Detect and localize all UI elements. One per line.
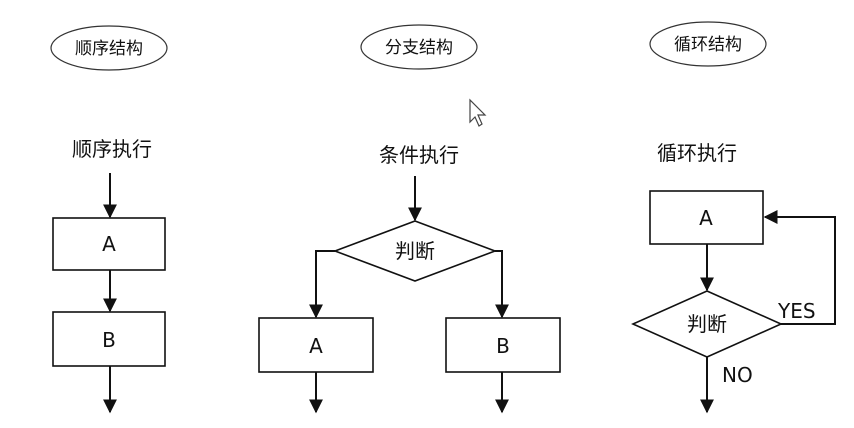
- loop-heading: 循环执行: [657, 141, 737, 165]
- loop-yes-return-arrow: [763, 210, 836, 325]
- loop-decision-label: 判断: [687, 312, 727, 336]
- branch-heading: 条件执行: [379, 143, 459, 167]
- sequence-structure: 顺序结构 顺序执行 A B: [50, 25, 168, 414]
- branch-box-b: [445, 317, 561, 373]
- loop-no-label: NO: [722, 363, 753, 387]
- sequence-box-b: [52, 311, 166, 367]
- branch-decision-diamond: [332, 220, 498, 282]
- branch-box-b-label: B: [496, 334, 510, 358]
- sequence-box-a-label: A: [102, 232, 116, 256]
- branch-arrow-left: [309, 250, 335, 319]
- loop-box-a-label: A: [699, 206, 713, 230]
- sequence-title: 顺序结构: [75, 39, 143, 59]
- sequence-box-a: [52, 217, 166, 271]
- mouse-cursor-icon: [469, 98, 487, 127]
- branch-decision-label: 判断: [395, 239, 435, 263]
- branch-box-a: [258, 317, 374, 373]
- sequence-box-b-label: B: [102, 328, 116, 352]
- loop-structure: 循环结构 循环执行 A 判断 YES NO: [631, 21, 836, 414]
- loop-box-a: [649, 190, 764, 245]
- branch-title: 分支结构: [385, 38, 453, 58]
- branch-title-oval: [360, 24, 478, 70]
- sequence-heading: 顺序执行: [72, 137, 152, 161]
- loop-title-oval: [649, 21, 767, 67]
- branch-box-a-label: A: [309, 334, 323, 358]
- loop-yes-label: YES: [777, 299, 816, 323]
- branch-arrow-right: [495, 250, 509, 319]
- branch-structure: 分支结构 条件执行 判断 A B: [258, 24, 561, 414]
- sequence-title-oval: [50, 25, 168, 71]
- loop-title: 循环结构: [674, 35, 742, 55]
